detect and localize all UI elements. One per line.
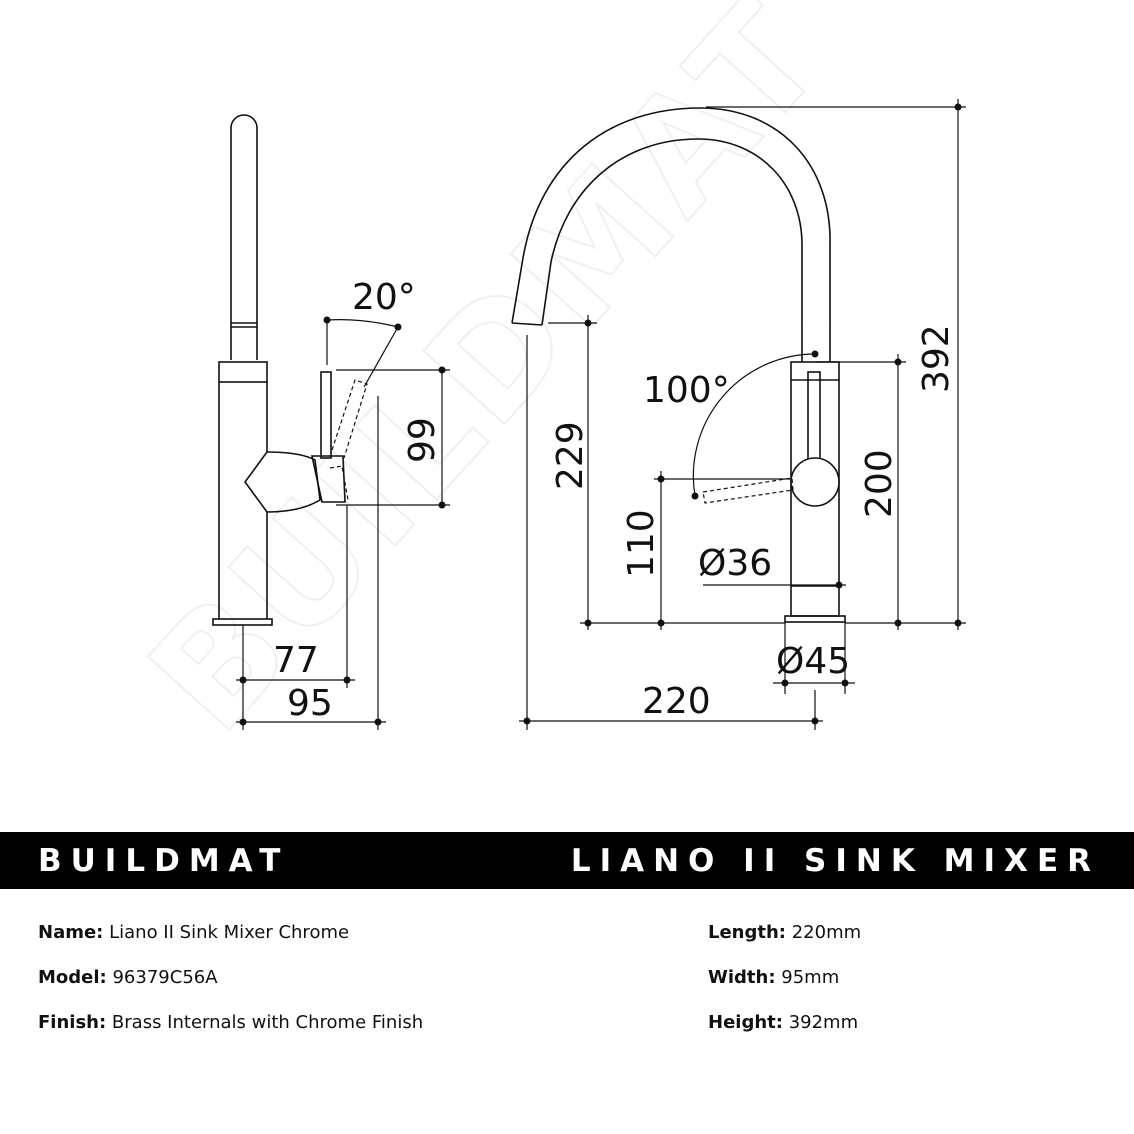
- dim-depth-lever-pivot: 77: [273, 640, 319, 681]
- spec-model: Model: 96379C56A: [38, 967, 218, 988]
- side-view: 20° 99 77 95: [212, 114, 450, 730]
- spec-model-value: 96379C56A: [112, 967, 218, 988]
- spec-height-value: 392mm: [788, 1012, 859, 1033]
- spec-name-value: Liano II Sink Mixer Chrome: [109, 922, 350, 943]
- dim-length-total: 220: [642, 681, 711, 722]
- spec-finish-label: Finish:: [38, 1012, 107, 1033]
- dim-height-lever: 99: [402, 417, 443, 463]
- spec-length: Length: 220mm: [708, 922, 861, 943]
- spec-width: Width: 95mm: [708, 967, 839, 988]
- spec-model-label: Model:: [38, 967, 107, 988]
- spec-length-label: Length:: [708, 922, 786, 943]
- spec-height: Height: 392mm: [708, 1012, 858, 1033]
- technical-drawing: BUILDMAT 20° 99: [116, 0, 966, 765]
- front-view: 100° 229 110 200 392 Ø36: [511, 99, 966, 730]
- dim-height-total: 392: [916, 324, 957, 393]
- dim-diameter-body: Ø36: [698, 543, 772, 584]
- dim-height-lever-axis: 110: [621, 509, 662, 578]
- spec-name: Name: Liano II Sink Mixer Chrome: [38, 922, 349, 943]
- spec-finish-value: Brass Internals with Chrome Finish: [111, 1012, 424, 1033]
- title-banner: BUILDMAT LIANO II SINK MIXER: [0, 832, 1134, 889]
- spec-length-value: 220mm: [791, 922, 862, 943]
- brand-name: BUILDMAT: [38, 843, 290, 879]
- spec-width-value: 95mm: [781, 967, 840, 988]
- product-title: LIANO II SINK MIXER: [570, 843, 1100, 879]
- spec-finish: Finish: Brass Internals with Chrome Fini…: [38, 1012, 423, 1033]
- dim-height-body: 200: [859, 449, 900, 518]
- dim-height-spout-outlet: 229: [550, 421, 591, 490]
- spec-width-label: Width:: [708, 967, 776, 988]
- dim-angle-lever: 20°: [352, 277, 416, 318]
- dim-depth-total: 95: [287, 683, 333, 724]
- spec-name-label: Name:: [38, 922, 104, 943]
- dim-swivel-angle: 100°: [643, 370, 730, 411]
- dim-diameter-base: Ø45: [776, 641, 850, 682]
- spec-height-label: Height:: [708, 1012, 783, 1033]
